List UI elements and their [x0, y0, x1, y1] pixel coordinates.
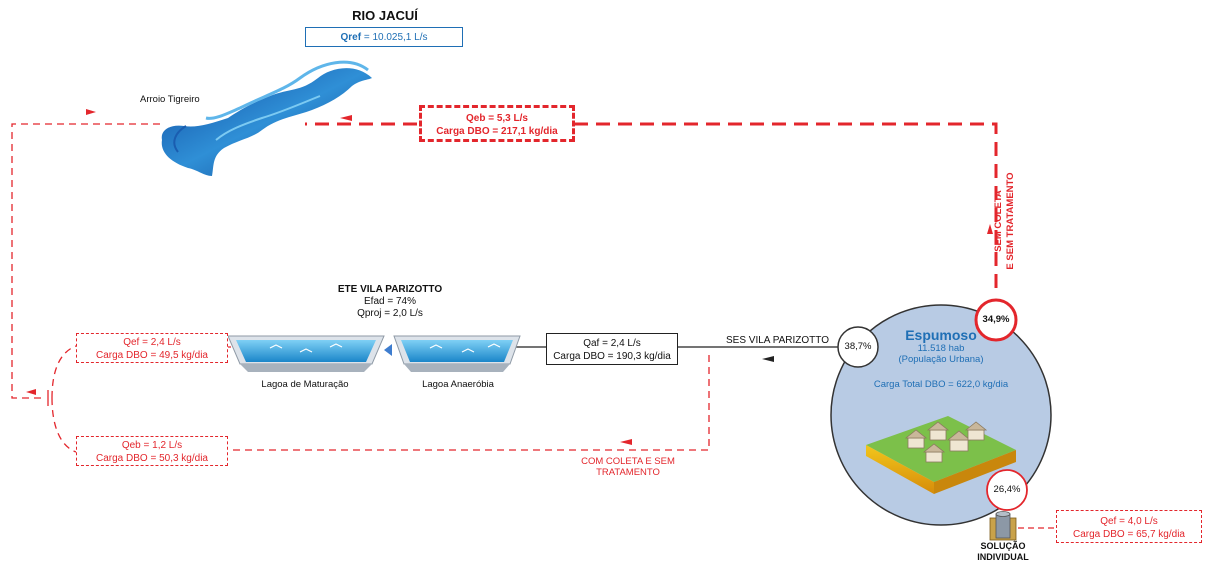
no-collection-load: Carga DBO = 217,1 kg/dia: [436, 126, 558, 137]
no-collection-qeb: Qeb = 5,3 L/s: [466, 113, 528, 124]
arrow-up-icon: [987, 224, 993, 234]
river-shape: [161, 60, 372, 176]
return-loop-line: [11, 123, 160, 453]
collection-label-line2: TRATAMENTO: [596, 467, 660, 478]
pond-maturacao: [227, 335, 385, 372]
arrow-left-icon: [26, 389, 36, 395]
arrow-right-icon: [86, 109, 96, 115]
individual-label-line1: SOLUÇÃO: [980, 541, 1026, 551]
qref-label: Qref: [340, 32, 362, 43]
no-collection-percent-circle: [974, 298, 1018, 342]
bypass-box: Qeb = 1,2 L/s Carga DBO = 50,3 kg/dia: [76, 436, 228, 466]
qref-box: Qref = 10.025,1 L/s: [305, 27, 463, 47]
no-collection-label: SEM COLETA E SEM TRATAMENTO: [993, 161, 1017, 281]
city-circle: [830, 304, 1052, 526]
effluent-box: Qef = 2,4 L/s Carga DBO = 49,5 kg/dia: [76, 333, 228, 363]
no-collection-box: Qeb = 5,3 L/s Carga DBO = 217,1 kg/dia: [419, 105, 575, 142]
inflow-load: Carga DBO = 190,3 kg/dia: [553, 351, 671, 362]
no-collection-percent: 34,9%: [982, 314, 1010, 325]
river-title: RIO JACUÍ: [352, 8, 418, 23]
ses-percent-circle: [837, 326, 879, 368]
city-population: 11.518 hab: [917, 343, 965, 354]
individual-label-line2: INDIVIDUAL: [977, 552, 1029, 562]
arrow-left-icon: [620, 439, 632, 445]
no-collection-label-line2: E SEM TRATAMENTO: [1005, 172, 1016, 270]
ete-qproj: Qproj = 2,0 L/s: [357, 308, 423, 319]
pond-anaerobia: [393, 335, 521, 372]
ses-percent: 38,7%: [844, 341, 872, 352]
effluent-load: Carga DBO = 49,5 kg/dia: [95, 350, 208, 361]
bypass-qeb: Qeb = 1,2 L/s: [121, 440, 183, 451]
individual-qef: Qef = 4,0 L/s: [1100, 516, 1158, 527]
individual-percent-circle: [986, 469, 1028, 511]
collection-label-line1: COM COLETA E SEM: [581, 456, 675, 467]
arrow-left-icon: [762, 356, 774, 362]
city-illustration: [866, 416, 1016, 494]
inflow-box: Qaf = 2,4 L/s Carga DBO = 190,3 kg/dia: [546, 333, 678, 365]
city-name: Espumoso: [905, 327, 977, 343]
inflow-qaf: Qaf = 2,4 L/s: [583, 338, 641, 349]
collection-label: COM COLETA E SEM TRATAMENTO: [568, 456, 688, 478]
city-total-load: Carga Total DBO = 622,0 kg/dia: [873, 379, 1009, 390]
flow-arrow-icon: [384, 344, 392, 356]
ete-block: ETE VILA PARIZOTTO Efad = 74% Qproj = 2,…: [320, 284, 460, 320]
city-population-note: (População Urbana): [898, 354, 984, 365]
arrow-left-icon: [340, 115, 352, 121]
no-collection-line: [305, 122, 998, 288]
ses-label: SES VILA PARIZOTTO: [726, 335, 829, 346]
ete-title: ETE VILA PARIZOTTO: [337, 284, 443, 295]
septic-tank-icon: [989, 511, 1017, 541]
individual-label: SOLUÇÃO INDIVIDUAL: [963, 541, 1043, 563]
individual-box: Qef = 4,0 L/s Carga DBO = 65,7 kg/dia: [1056, 510, 1202, 543]
no-collection-label-line1: SEM COLETA: [993, 190, 1004, 252]
bypass-load: Carga DBO = 50,3 kg/dia: [95, 453, 208, 464]
city-info: Espumoso 11.518 hab (População Urbana) C…: [851, 327, 1031, 390]
tributary-label: Arroio Tigreiro: [140, 94, 200, 105]
pond-maturacao-label: Lagoa de Maturação: [261, 379, 349, 390]
qref-value: = 10.025,1 L/s: [361, 32, 428, 43]
ete-efad: Efad = 74%: [364, 296, 416, 307]
effluent-qef: Qef = 2,4 L/s: [123, 337, 181, 348]
individual-load: Carga DBO = 65,7 kg/dia: [1072, 529, 1185, 540]
pond-anaerobia-label: Lagoa Anaeróbia: [422, 379, 494, 390]
individual-percent: 26,4%: [993, 484, 1021, 495]
